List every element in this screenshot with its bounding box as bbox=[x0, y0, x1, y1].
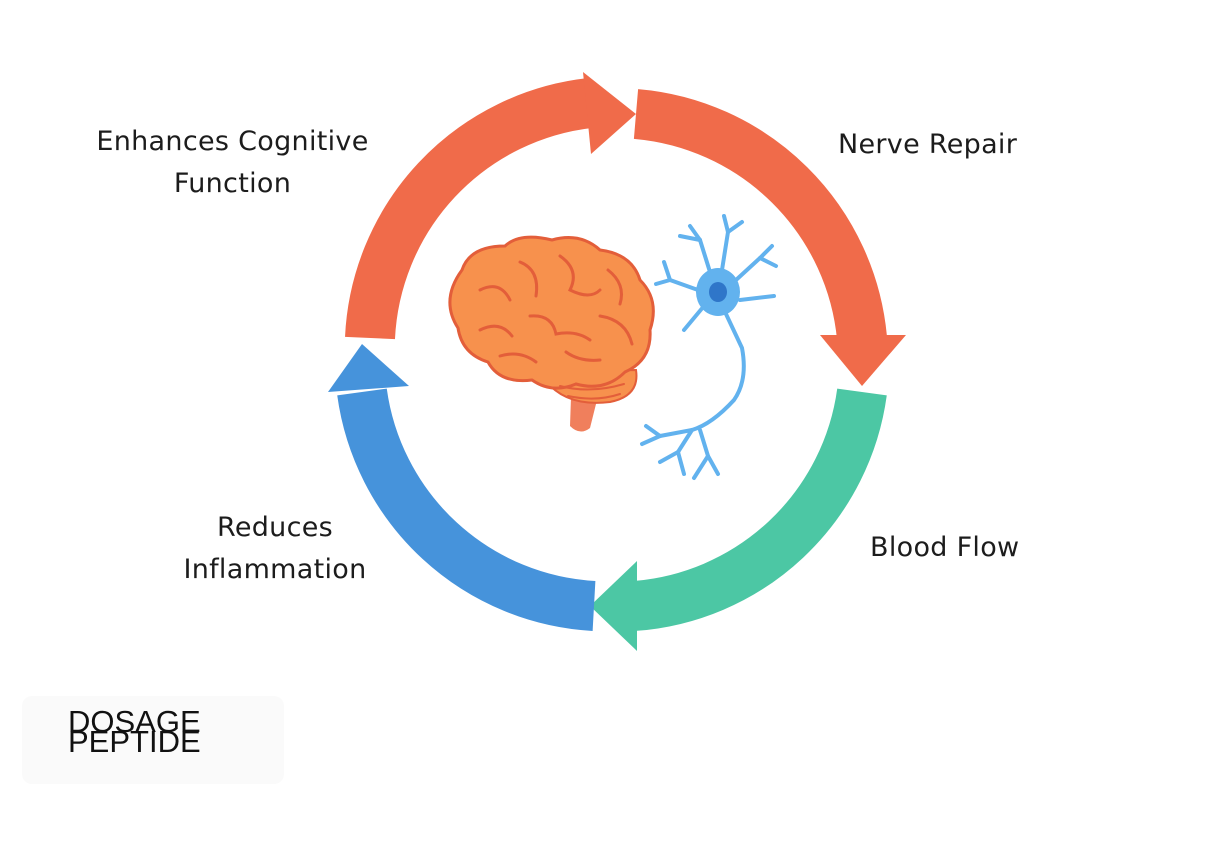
arrow-cognitive-to-nerve bbox=[345, 78, 594, 340]
label-blood-flow: Blood Flow bbox=[870, 532, 1020, 563]
label-reduces-inflammation: Reduces Inflammation bbox=[183, 512, 367, 585]
arrow-nerve-to-blood bbox=[633, 89, 887, 341]
arrow-blood-to-inflammation bbox=[631, 388, 887, 631]
label-enhances-cognitive-function: Enhances Cognitive Function bbox=[96, 126, 369, 199]
arrow-inflammation-to-cognitive bbox=[337, 388, 596, 631]
neuron-icon bbox=[640, 214, 778, 480]
arrowhead-4 bbox=[328, 344, 409, 392]
watermark-line-2: PEPTIDE bbox=[68, 724, 201, 759]
brain-icon bbox=[448, 235, 655, 432]
arrowhead-2 bbox=[820, 335, 906, 386]
watermark-line-1: DOSAGE bbox=[68, 704, 201, 739]
arrowhead-3 bbox=[590, 561, 637, 651]
arrowhead-1 bbox=[583, 72, 636, 154]
watermark-logo: DOSAGE PEPTIDE bbox=[22, 696, 284, 784]
label-nerve-repair: Nerve Repair bbox=[838, 129, 1018, 160]
